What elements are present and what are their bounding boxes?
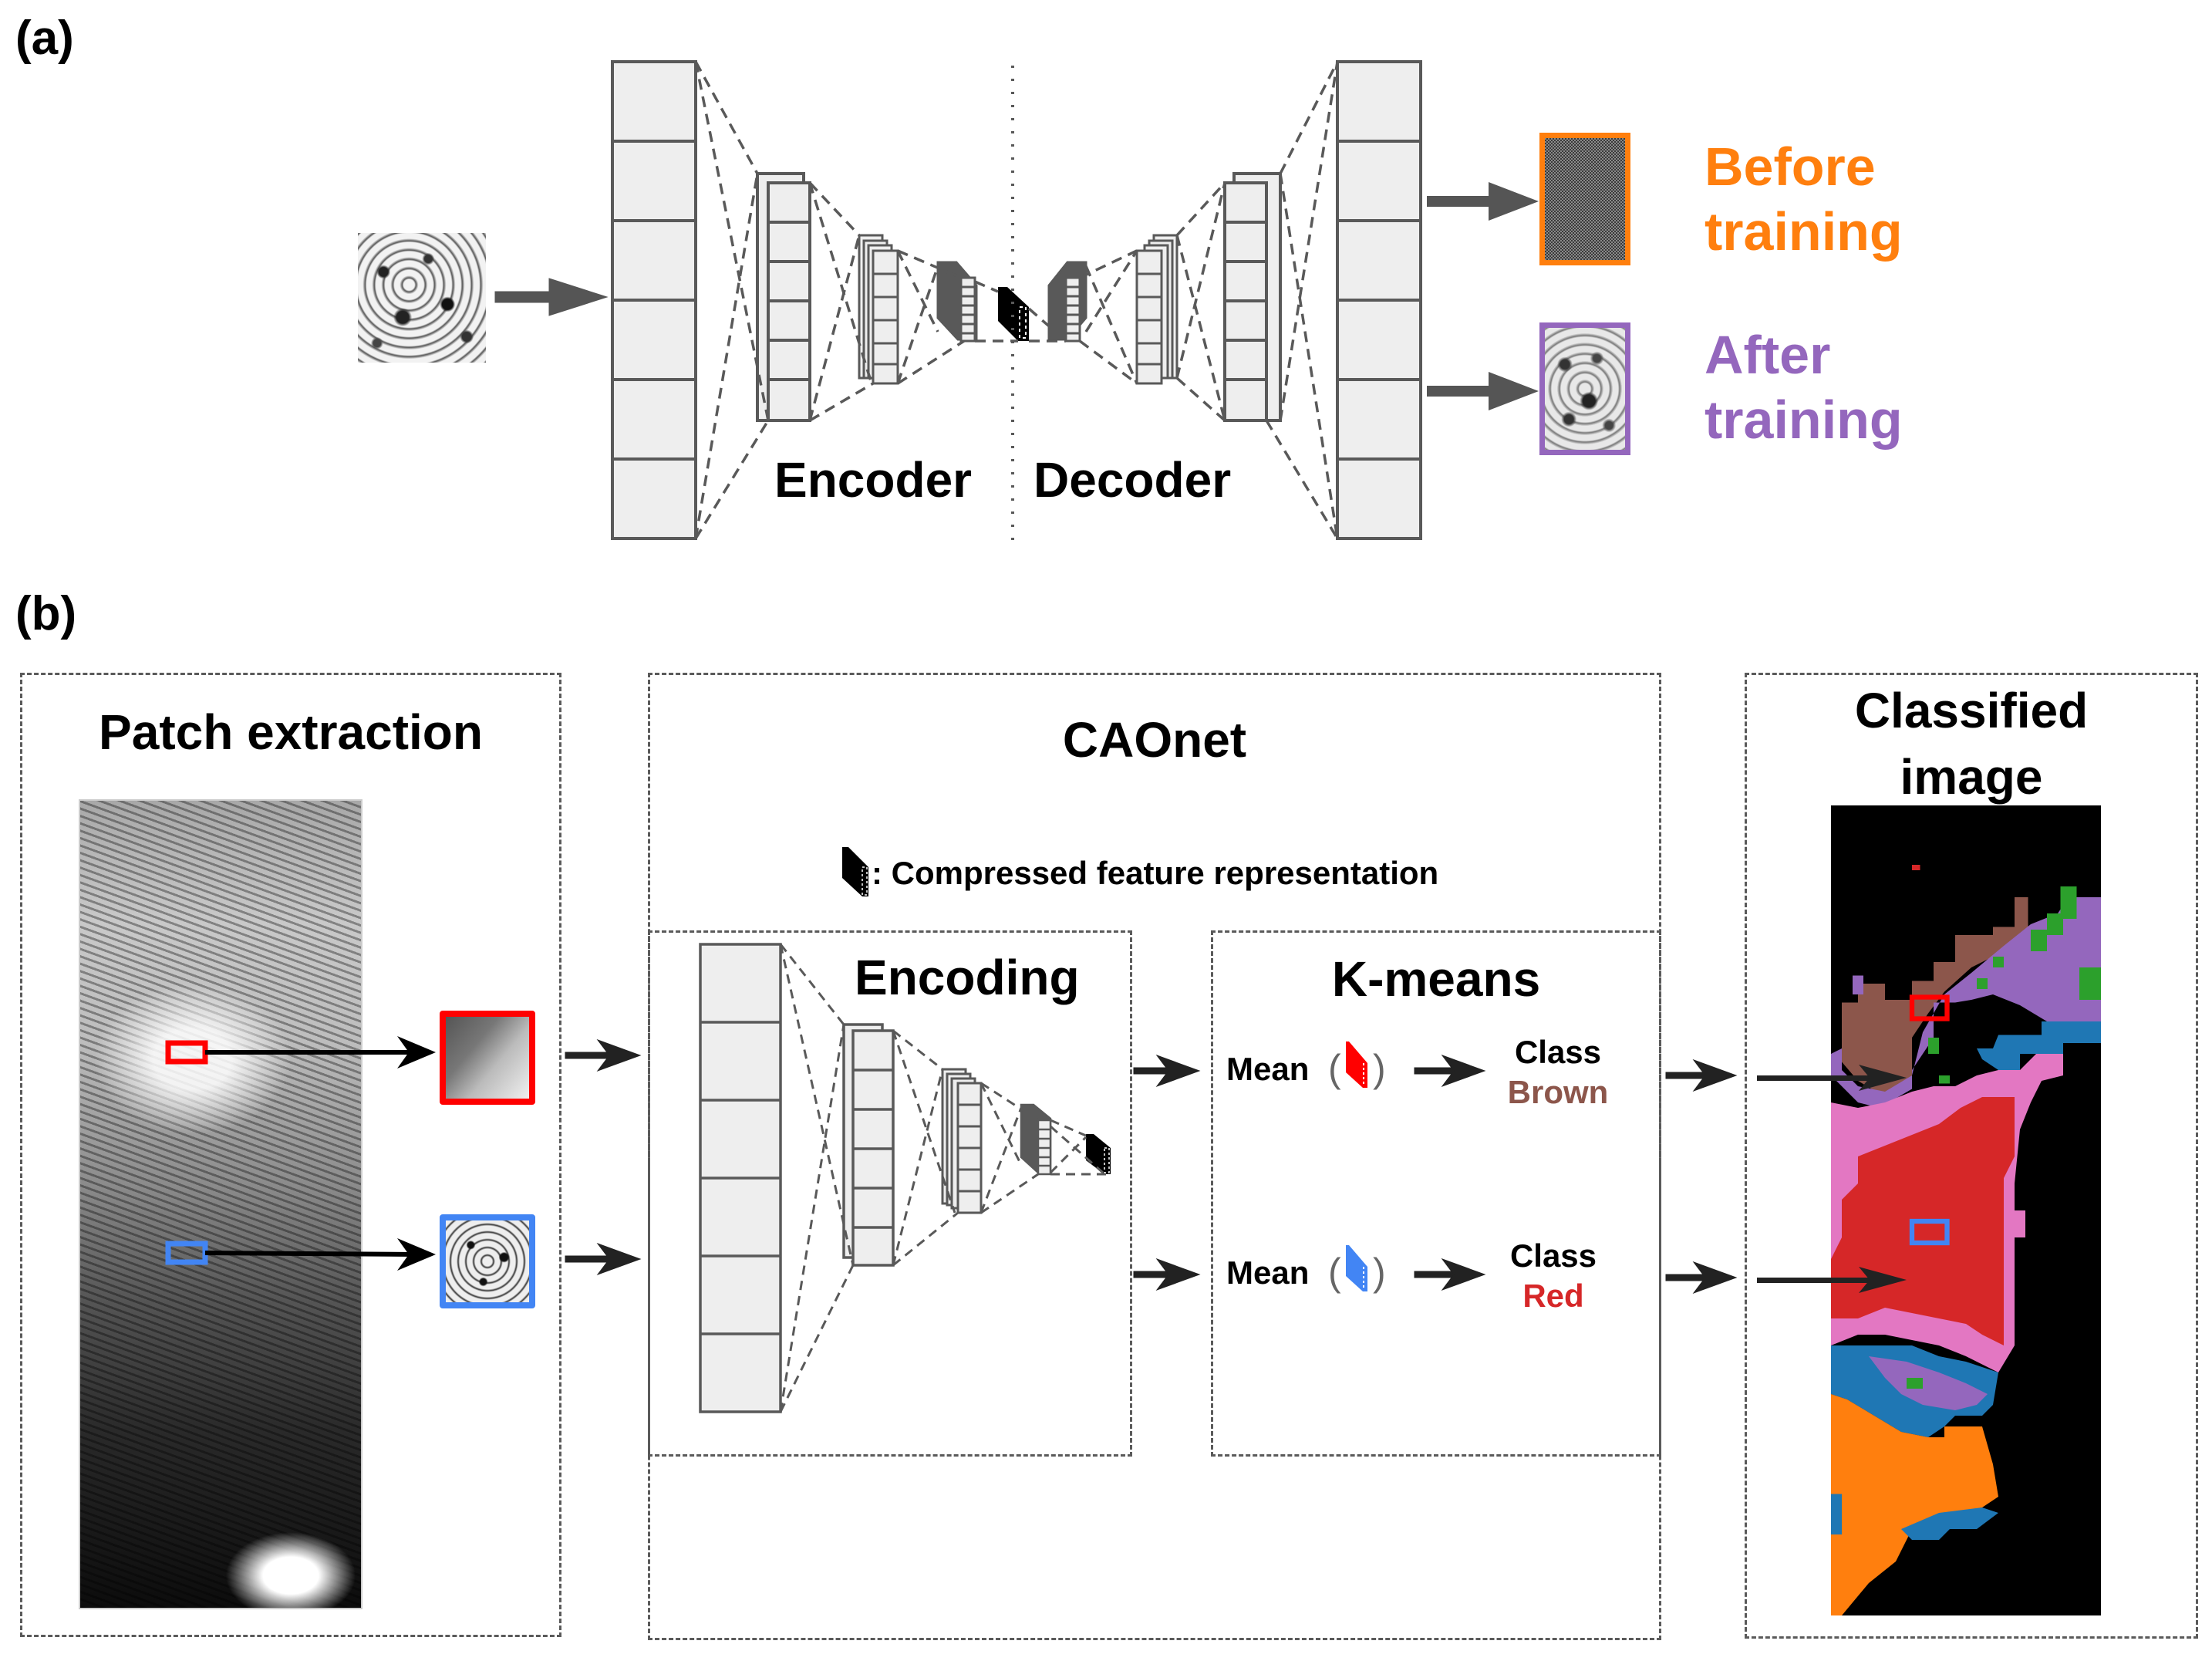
patch-extraction-title: Patch extraction xyxy=(99,704,483,760)
connection-lines xyxy=(694,61,1339,539)
region-green xyxy=(1928,886,2101,1084)
before-training-output xyxy=(1539,133,1630,265)
encoder-input-layer xyxy=(611,60,697,540)
kmeans-title: K-means xyxy=(1331,951,1541,1007)
output-arrows xyxy=(1427,182,1539,410)
class-value-red: Red xyxy=(1522,1278,1584,1314)
encoding-box xyxy=(648,930,1132,1457)
panel-b-label: (b) xyxy=(15,587,77,640)
mean-paren-close-2: ) xyxy=(1373,1251,1386,1294)
decoder-layer-2 xyxy=(1135,234,1178,385)
class-label-1: Class xyxy=(1514,1034,1602,1070)
class-result-2: Class Red xyxy=(1476,1236,1630,1316)
input-cloud-patch xyxy=(358,233,486,363)
compressed-feature-icon xyxy=(842,847,868,896)
kmeans-box xyxy=(1211,930,1661,1457)
encoder-layer-3 xyxy=(858,234,899,385)
classified-title-line1: Classified xyxy=(1854,683,2089,738)
before-training-label: Before training xyxy=(1705,134,1903,264)
before-training-line1: Before xyxy=(1705,137,1876,197)
decoder-label: Decoder xyxy=(1034,452,1232,508)
encoder-label: Encoder xyxy=(774,452,973,508)
region-blue-top xyxy=(1977,1021,2101,1070)
after-training-output xyxy=(1539,322,1630,455)
classified-blue-marker xyxy=(1909,1218,1950,1246)
mean-paren-open-1: ( xyxy=(1328,1047,1341,1090)
mean-label-2: Mean xyxy=(1226,1254,1310,1291)
classified-image-title: Classified image xyxy=(1745,677,2198,810)
input-arrow xyxy=(494,278,609,316)
decoder-layer-3 xyxy=(1223,172,1282,422)
after-training-line1: After xyxy=(1705,325,1831,385)
before-training-line2: training xyxy=(1705,201,1903,262)
after-training-label: After training xyxy=(1705,322,1903,452)
class-result-1: Class Brown xyxy=(1481,1032,1635,1112)
region-orange xyxy=(1831,1394,1998,1615)
class-value-brown: Brown xyxy=(1507,1074,1609,1110)
red-extracted-patch xyxy=(440,1011,535,1105)
red-feature-icon xyxy=(1346,1042,1367,1088)
caonet-title: CAOnet xyxy=(1062,712,1247,768)
class-label-2: Class xyxy=(1509,1237,1597,1274)
bottleneck-feature-icon xyxy=(998,287,1029,341)
mean-paren-close-1: ) xyxy=(1373,1047,1386,1090)
panel-a-label: (a) xyxy=(15,12,74,65)
classified-image-box xyxy=(1745,673,2198,1639)
decoder-output-layer xyxy=(1336,60,1422,540)
autoencoder-diagram xyxy=(494,60,1539,540)
classified-red-marker xyxy=(1909,994,1950,1021)
blue-feature-icon xyxy=(1346,1245,1367,1291)
mean-paren-open-2: ( xyxy=(1328,1251,1341,1294)
classified-title-line2: image xyxy=(1900,749,2043,805)
encoding-network xyxy=(699,943,1111,1413)
decoder-layer-1 xyxy=(1047,261,1087,343)
patch-extraction-arrows xyxy=(165,1036,436,1271)
after-training-line2: training xyxy=(1705,390,1903,450)
encoding-title: Encoding xyxy=(855,950,1080,1005)
mean-label-1: Mean xyxy=(1226,1051,1310,1087)
encoding-output-feature-icon xyxy=(1086,1134,1111,1174)
blue-extracted-patch xyxy=(440,1214,535,1308)
encoder-layer-2 xyxy=(756,172,811,422)
satellite-cloud-scene xyxy=(79,799,362,1609)
patch-extraction-box xyxy=(20,673,561,1637)
encoder-layer-4 xyxy=(936,261,978,343)
compressed-feature-legend: : Compressed feature representation xyxy=(872,855,1439,891)
